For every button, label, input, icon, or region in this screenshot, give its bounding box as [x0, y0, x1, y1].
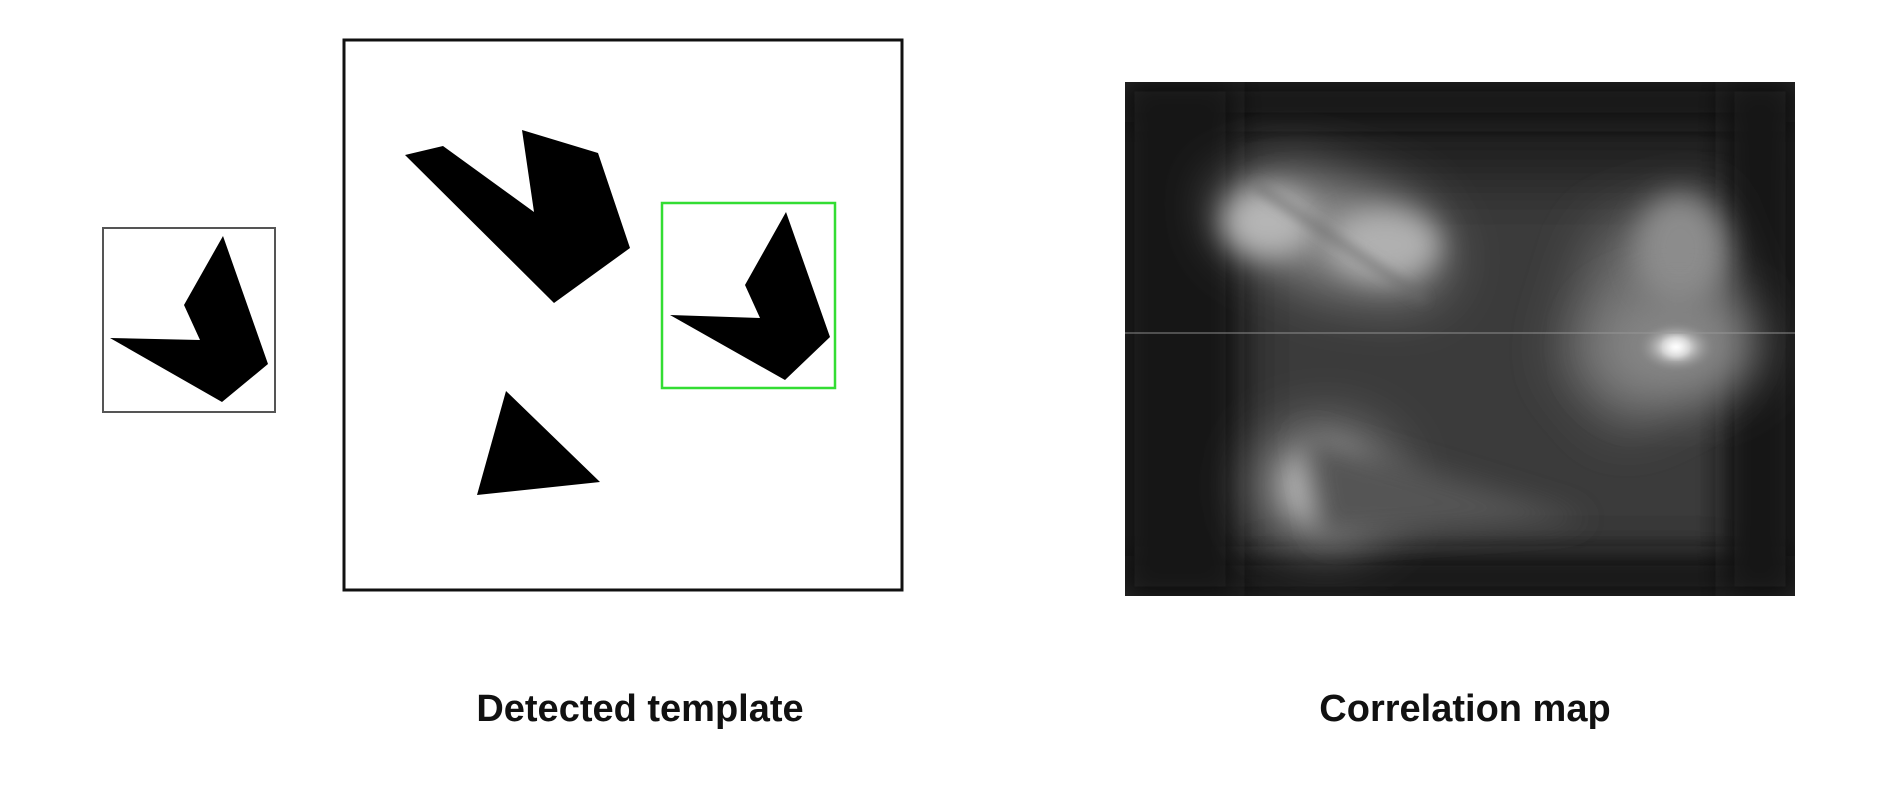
detection-box: [660, 201, 837, 390]
template-panel: [102, 227, 276, 413]
caption-correlation-map: Correlation map: [1319, 688, 1610, 730]
scene-shape-large: [405, 130, 630, 303]
template-shape: [110, 236, 268, 402]
correlation-map: [1125, 82, 1795, 596]
scene-shape-matched: [670, 212, 830, 380]
caption-detected-template: Detected template: [476, 688, 803, 730]
scene-shape-triangle: [477, 391, 600, 495]
correlation-peak: [1669, 340, 1683, 354]
scene-panel: [342, 38, 904, 592]
